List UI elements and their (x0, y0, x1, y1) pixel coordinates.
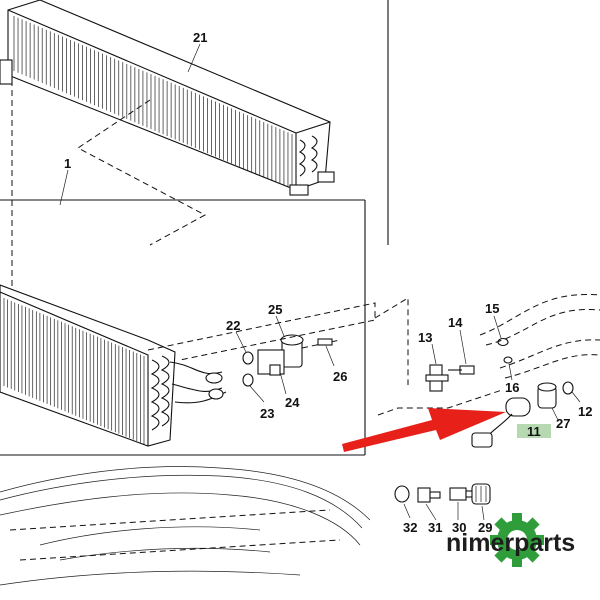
leader-31 (425, 503, 437, 521)
leader-29 (481, 505, 485, 521)
leader-22 (235, 331, 247, 353)
leader-13 (431, 343, 437, 365)
fitting-parts (394, 483, 491, 505)
callout-16: 16 (505, 380, 519, 395)
callout-27: 27 (556, 416, 570, 431)
callout-21: 21 (193, 30, 207, 45)
upper-evaporator-core (0, 0, 335, 196)
callout-26: 26 (333, 369, 347, 384)
phantom-line-valve (147, 302, 376, 361)
o-ring-16 (503, 356, 513, 364)
callout-12: 12 (578, 404, 592, 419)
callout-14: 14 (448, 315, 463, 330)
leader-32 (403, 503, 411, 519)
callout-11: 11 (527, 424, 541, 439)
callout-30: 30 (452, 520, 466, 535)
callout-22: 22 (226, 318, 240, 333)
callout-23: 23 (260, 406, 274, 421)
leader-25 (275, 315, 285, 337)
callout-13: 13 (418, 330, 432, 345)
leader-12 (571, 391, 581, 403)
o-ring-15 (497, 337, 509, 347)
red-pointer-arrow (342, 408, 506, 452)
bracket-and-screw (425, 364, 475, 392)
phantom-line-center (77, 99, 207, 246)
leader-15 (493, 315, 502, 339)
callout-29: 29 (478, 520, 492, 535)
watermark: nimerparts (446, 513, 575, 567)
pipe-phantom-upper (479, 293, 600, 336)
leader-16 (508, 363, 513, 381)
pressure-switch-27 (537, 382, 557, 409)
phantom-line-bracket (374, 297, 409, 385)
leader-24 (279, 371, 287, 395)
leader-1 (59, 169, 69, 206)
callout-labels: 21 1 25 22 26 24 23 13 14 15 16 27 12 11… (64, 30, 592, 535)
leader-27 (551, 407, 559, 421)
callout-24: 24 (285, 395, 300, 410)
callout-25: 25 (268, 302, 282, 317)
o-ring-12 (562, 381, 574, 395)
gear-icon (490, 513, 544, 567)
highlight-11 (517, 424, 551, 438)
temperature-sensor-11 (471, 397, 531, 448)
leader-23 (249, 385, 265, 403)
expansion-valve-assembly (242, 334, 341, 387)
leader-26 (325, 345, 335, 367)
leader-21 (187, 43, 201, 73)
leader-14 (459, 329, 467, 365)
pipe-phantom-lower-2 (504, 354, 600, 379)
pipe-phantom-upper-2 (485, 308, 600, 346)
lower-evaporator-core (0, 284, 227, 447)
roof-outline (0, 466, 371, 586)
callout-32: 32 (403, 520, 417, 535)
brand-name: nimerparts (446, 529, 575, 557)
callout-15: 15 (485, 301, 499, 316)
phantom-line-switch (377, 389, 503, 416)
callout-31: 31 (428, 520, 442, 535)
pipe-phantom-lower (499, 339, 600, 369)
callout-1: 1 (64, 156, 71, 171)
